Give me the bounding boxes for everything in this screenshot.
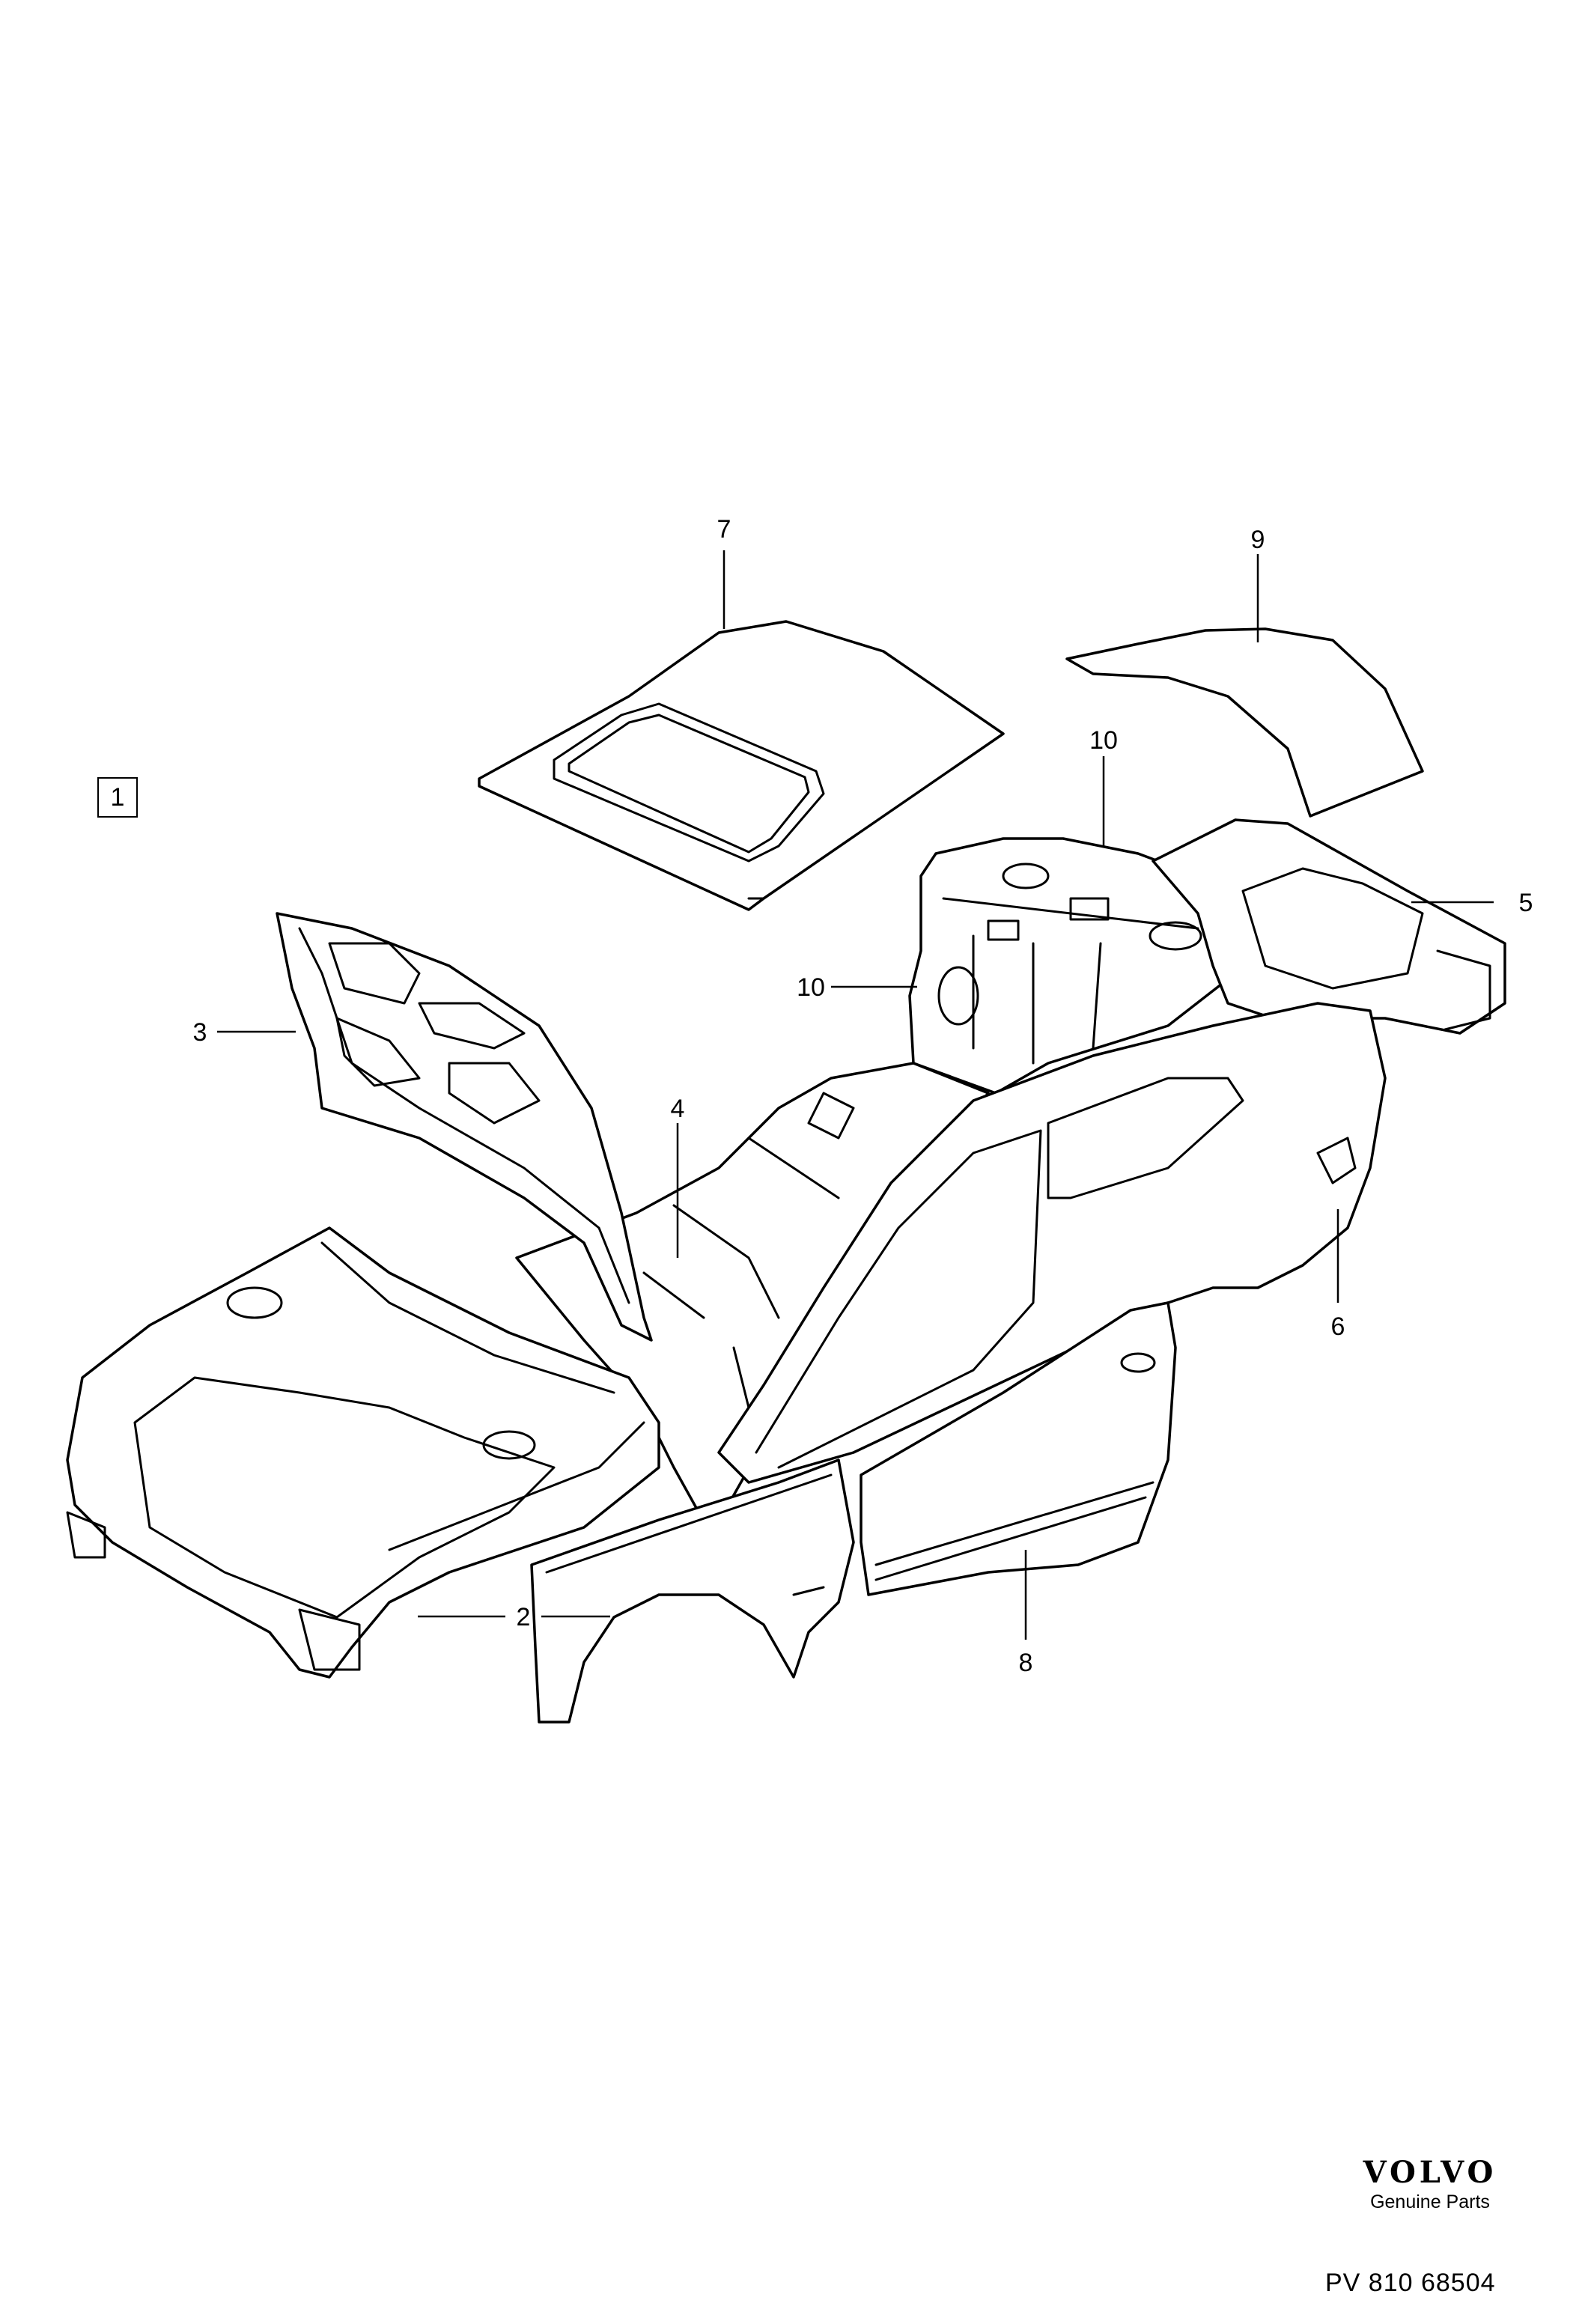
callout-8: 8 bbox=[1019, 1649, 1033, 1677]
callout-5: 5 bbox=[1519, 889, 1533, 917]
callout-4: 4 bbox=[671, 1095, 685, 1123]
group-label-box: 1 bbox=[97, 777, 138, 818]
callout-numbers: 7 9 10 10 5 3 4 6 2 8 bbox=[193, 515, 1533, 1677]
callout-10-top: 10 bbox=[1089, 726, 1118, 755]
trunk-floor bbox=[1152, 818, 1506, 1035]
front-wing bbox=[530, 1458, 855, 1724]
callout-10-left: 10 bbox=[797, 973, 825, 1002]
roof-panel bbox=[478, 620, 1005, 911]
leader-lines bbox=[217, 550, 1494, 1640]
callout-6: 6 bbox=[1331, 1312, 1345, 1341]
door bbox=[860, 1301, 1177, 1596]
brand-subtitle: Genuine Parts bbox=[1370, 2191, 1490, 2212]
callout-9: 9 bbox=[1251, 526, 1265, 554]
callout-7: 7 bbox=[717, 515, 731, 544]
document-number: PV 810 68504 bbox=[1325, 2269, 1496, 2297]
group-label: 1 bbox=[110, 782, 125, 812]
rear-panel-strip bbox=[1065, 627, 1424, 818]
front-structure bbox=[66, 1226, 660, 1679]
volvo-logo: VOLVO bbox=[1363, 2155, 1497, 2190]
callout-2: 2 bbox=[517, 1603, 531, 1631]
bonnet bbox=[276, 912, 653, 1342]
brand-block: VOLVO Genuine Parts bbox=[1318, 2156, 1542, 2215]
callout-3: 3 bbox=[193, 1018, 207, 1047]
